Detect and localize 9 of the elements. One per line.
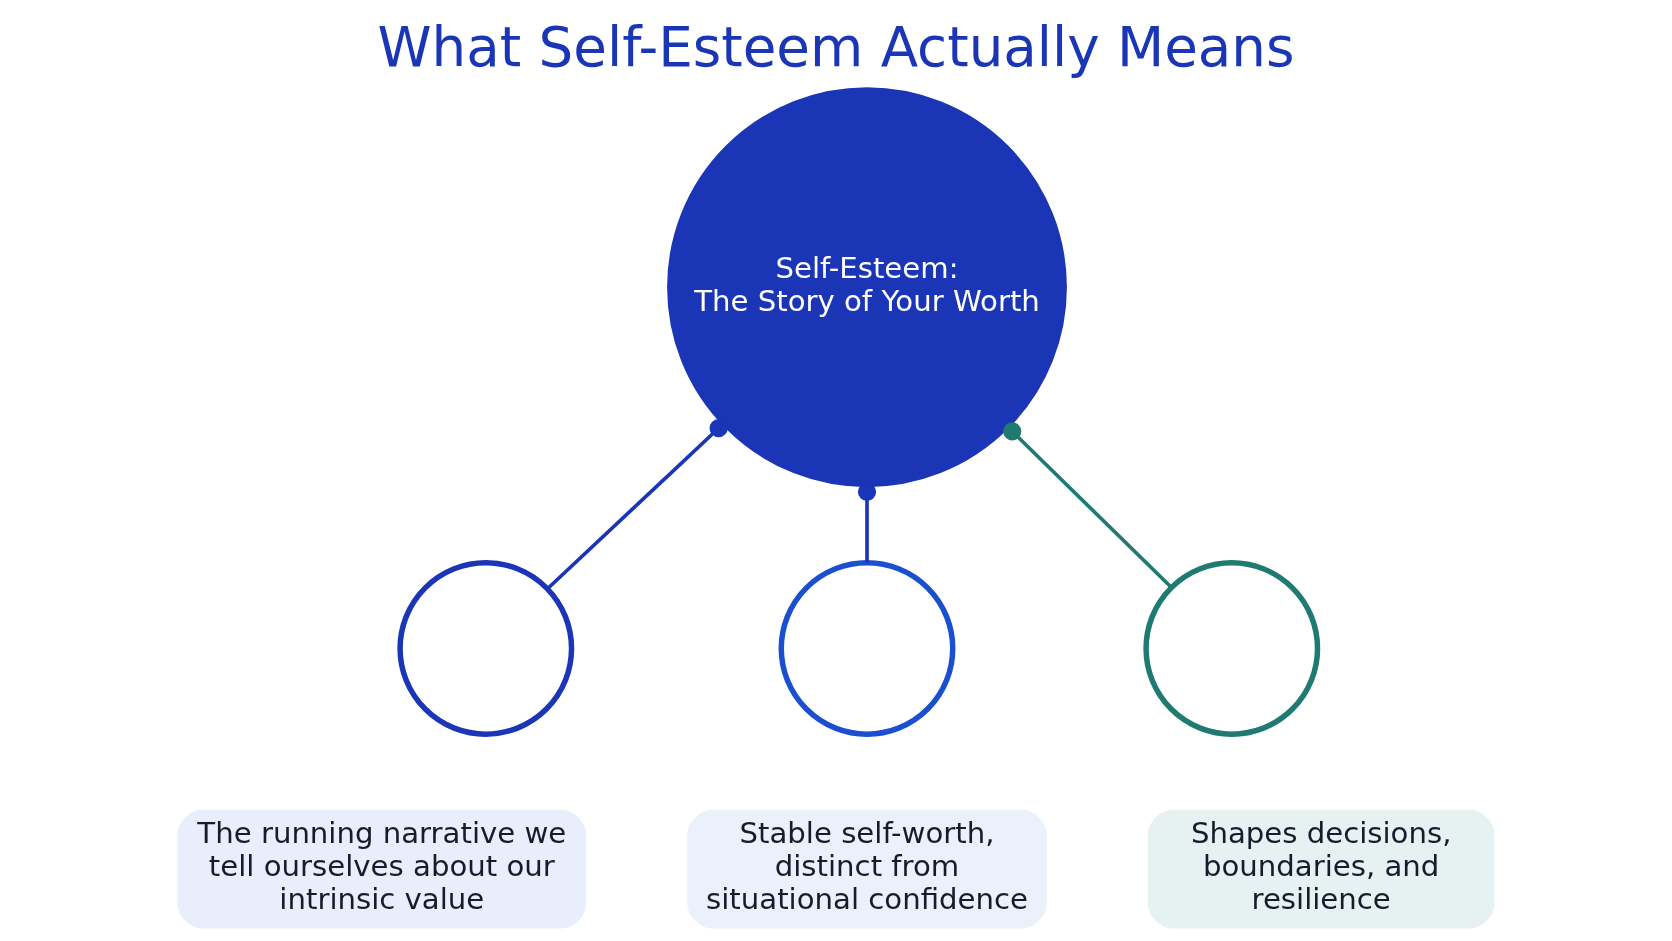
connector <box>1003 422 1173 589</box>
node-circle: Self-Esteem: The Story of Your Worth <box>667 87 1067 488</box>
node-circle <box>778 559 956 737</box>
connector <box>546 419 728 590</box>
diagram-title: What Self-Esteem Actually Means <box>377 15 1295 80</box>
node-box: The running narrative we tell ourselves about our intrinsic value <box>177 809 587 929</box>
node-box: Shapes decisions, boundaries, and resilience <box>1147 809 1495 929</box>
node-circle <box>397 559 575 737</box>
node-circle <box>1143 559 1321 737</box>
